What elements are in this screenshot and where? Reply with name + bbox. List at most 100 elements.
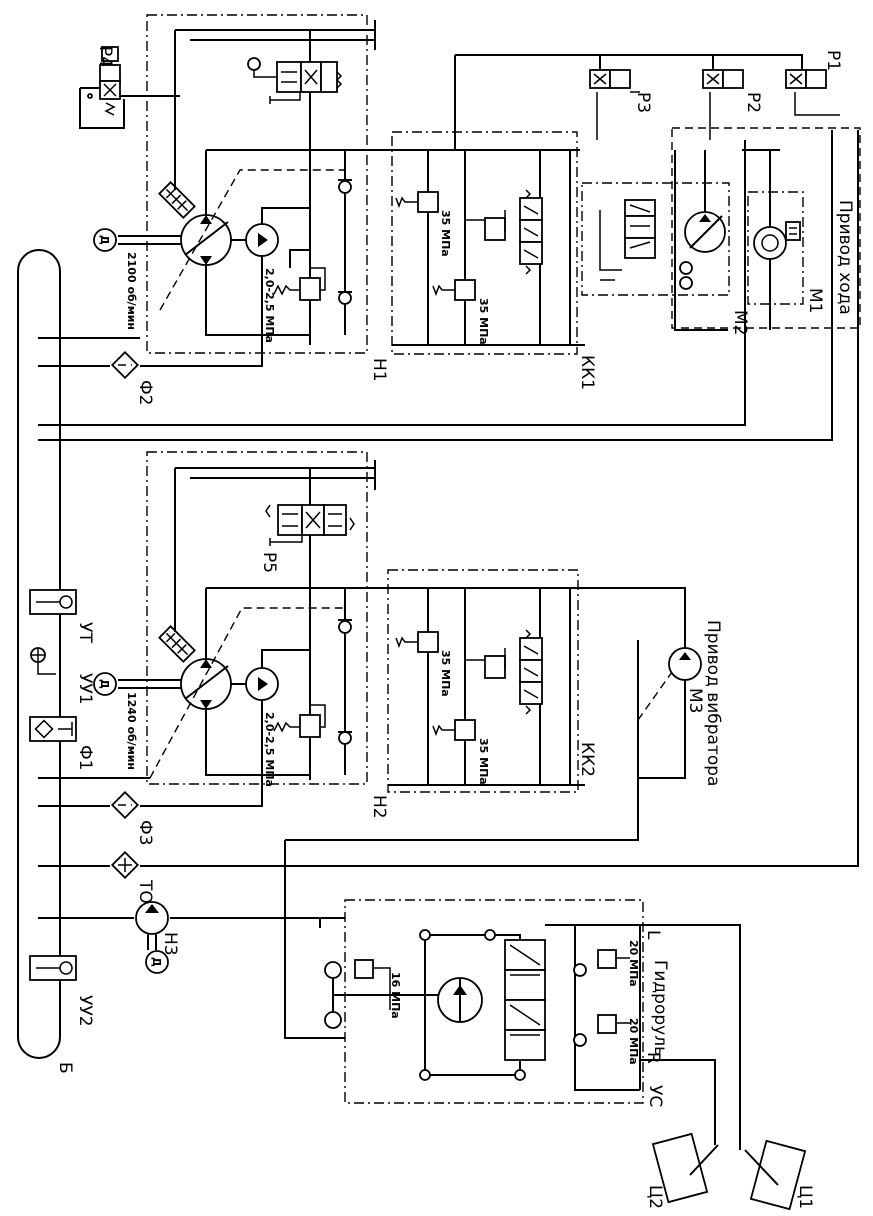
- svg-text:Д: Д: [98, 235, 111, 245]
- svg-text:Ф1: Ф1: [75, 745, 95, 770]
- label-yc: УС: [645, 1085, 665, 1107]
- svg-text:2,0-2,5 МПа: 2,0-2,5 МПа: [263, 268, 276, 343]
- label-drive-travel: Привод хода: [835, 200, 855, 315]
- label-pr35-d: 35 МПа: [477, 738, 490, 785]
- svg-text:20 МПа: 20 МПа: [627, 940, 640, 987]
- svg-text:2100 об/мин: 2100 об/мин: [125, 252, 138, 330]
- cylinders: [640, 924, 807, 1211]
- label-f3: Ф3: [135, 820, 155, 845]
- label-m3: М3: [685, 688, 705, 713]
- svg-text:Ц1: Ц1: [795, 1185, 815, 1209]
- label-m2: М2: [730, 310, 750, 335]
- svg-text:2,0-2,5 МПа: 2,0-2,5 МПа: [263, 712, 276, 787]
- svg-text:35 МПа: 35 МПа: [439, 650, 452, 697]
- svg-text:Р3: Р3: [633, 92, 653, 113]
- label-drive-vibrator: Привод вибратора: [703, 620, 723, 786]
- label-pr-h1: 2,0-2,5 МПа: [263, 268, 276, 343]
- valve-p2: [702, 69, 744, 140]
- motor-block-m2: [581, 127, 861, 331]
- svg-text:R: R: [643, 1052, 663, 1064]
- svg-text:Р1: Р1: [823, 50, 843, 71]
- svg-text:Д: Д: [98, 679, 111, 689]
- indicator-yy2: [29, 955, 77, 981]
- label-p2: Р2: [743, 92, 763, 113]
- label-pr20-a: 20 МПа: [627, 940, 640, 987]
- svg-text:М2: М2: [730, 310, 750, 335]
- indicator-yt: [29, 589, 77, 615]
- svg-text:УУ1: УУ1: [75, 673, 95, 705]
- label-yt: УТ: [75, 622, 95, 643]
- svg-text:ТО: ТО: [135, 879, 155, 904]
- svg-text:35 МПа: 35 МПа: [439, 210, 452, 257]
- svg-text:Р4: Р4: [95, 46, 115, 67]
- label-kk2: КК2: [577, 742, 597, 777]
- label-f2: Ф2: [135, 380, 155, 405]
- svg-text:Ц2: Ц2: [645, 1185, 665, 1209]
- svg-text:М1: М1: [805, 288, 825, 313]
- label-to: ТО: [135, 879, 155, 904]
- svg-text:УС: УС: [645, 1085, 665, 1107]
- motor-m3: [580, 587, 702, 721]
- svg-text:16 МПа: 16 МПа: [389, 972, 402, 1019]
- label-pr35-c: 35 МПа: [439, 650, 452, 697]
- label-pr35-a: 35 МПа: [439, 210, 452, 257]
- valve-p4: [79, 46, 180, 129]
- label-kk1: КК1: [577, 355, 597, 390]
- svg-text:УУ2: УУ2: [75, 995, 95, 1027]
- label-c2: Ц2: [645, 1185, 665, 1209]
- label-p1: Р1: [823, 50, 843, 71]
- svg-text:Гидроруль: Гидроруль: [650, 960, 670, 1056]
- label-h3: Н3: [160, 932, 180, 956]
- svg-text:35 МПа: 35 МПа: [477, 738, 490, 785]
- filters: [110, 350, 140, 880]
- label-d1: Д: [98, 235, 111, 245]
- valve-block-kk2: [387, 569, 585, 793]
- label-yy1: УУ1: [75, 673, 95, 705]
- indicator-yy1: [30, 647, 56, 675]
- svg-text:Привод вибратора: Привод вибратора: [703, 620, 723, 786]
- label-f1: Ф1: [75, 745, 95, 770]
- label-hydrosteer: Гидроруль: [650, 960, 670, 1056]
- label-l: L: [643, 930, 663, 940]
- svg-text:Привод хода: Привод хода: [835, 200, 855, 315]
- svg-text:Ф3: Ф3: [135, 820, 155, 845]
- svg-text:Ф2: Ф2: [135, 380, 155, 405]
- label-d2: Д: [98, 679, 111, 689]
- label-speed1: 2100 об/мин: [125, 252, 138, 330]
- pump-group-h2: [118, 451, 580, 790]
- svg-text:20 МПа: 20 МПа: [627, 1018, 640, 1065]
- tank-b: [17, 249, 61, 1059]
- valve-p1: [785, 69, 840, 116]
- label-yy2: УУ2: [75, 995, 95, 1027]
- label-pr-h2: 2,0-2,5 МПа: [263, 712, 276, 787]
- svg-text:Н1: Н1: [369, 358, 389, 382]
- svg-text:КК1: КК1: [577, 355, 597, 390]
- motors-d: [93, 228, 169, 974]
- label-h2: Н2: [369, 795, 389, 819]
- valve-p3: [589, 69, 640, 140]
- pump-group-h1: [118, 14, 580, 354]
- filter-f1: [29, 716, 77, 742]
- svg-text:М3: М3: [685, 688, 705, 713]
- label-p4: Р4: [95, 46, 115, 67]
- steering-unit-yc: [324, 899, 644, 1104]
- label-d3: Д: [150, 957, 163, 967]
- pump-h3: [135, 901, 169, 950]
- svg-text:Н2: Н2: [369, 795, 389, 819]
- label-speed2: 1240 об/мин: [125, 692, 138, 770]
- label-pr35-b: 35 МПа: [477, 298, 490, 345]
- label-p5: Р5: [259, 552, 279, 573]
- svg-text:Б: Б: [55, 1062, 75, 1074]
- label-m1: М1: [805, 288, 825, 313]
- label-pr20-b: 20 МПа: [627, 1018, 640, 1065]
- svg-text:Н3: Н3: [160, 932, 180, 956]
- label-r: R: [643, 1052, 663, 1064]
- svg-text:35 МПа: 35 МПа: [477, 298, 490, 345]
- label-pr16: 16 МПа: [389, 972, 402, 1019]
- top-line: [454, 54, 803, 150]
- label-h1: Н1: [369, 358, 389, 382]
- return-lines: [38, 130, 859, 1039]
- svg-text:1240 об/мин: 1240 об/мин: [125, 692, 138, 770]
- label-b: Б: [55, 1062, 75, 1074]
